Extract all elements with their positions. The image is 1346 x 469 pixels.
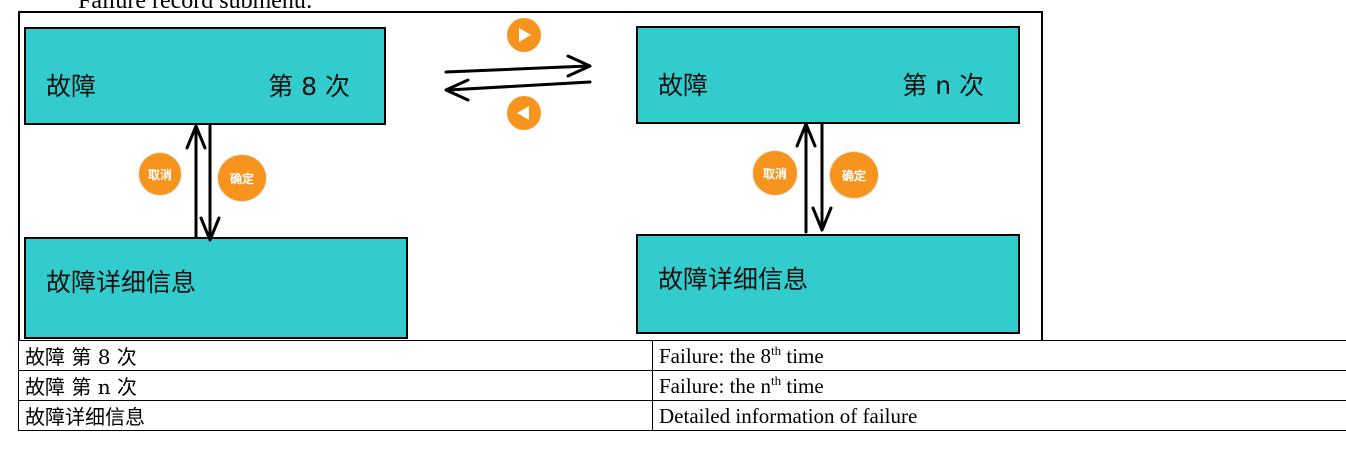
right-detail-box: 故障详细信息: [636, 234, 1020, 334]
left-confirm-button[interactable]: 确定: [218, 155, 266, 201]
left-failure-label: 故障: [46, 72, 97, 101]
table-row: 故障 第 8 次 Failure: the 8th time: [18, 340, 1346, 371]
legend-table: 故障 第 8 次 Failure: the 8th time 故障 第 n 次 …: [18, 340, 1346, 431]
table-row: 故障详细信息 Detailed information of failure: [18, 400, 1346, 431]
play-right-icon[interactable]: [507, 18, 541, 52]
legend-zh-cell: 故障 第 8 次: [18, 340, 653, 371]
legend-en-cell: Detailed information of failure: [652, 400, 1346, 431]
frame-border-left: [18, 11, 20, 341]
table-row: 故障 第 n 次 Failure: the nth time: [18, 370, 1346, 401]
frame-border-top: [18, 11, 1042, 13]
left-detail-label: 故障详细信息: [46, 268, 197, 297]
legend-en-cell: Failure: the nth time: [652, 370, 1346, 401]
frame-border-right: [1041, 11, 1043, 341]
legend-zh-cell: 故障详细信息: [18, 400, 653, 431]
right-failure-count: 第 n 次: [902, 71, 984, 100]
left-detail-box: 故障详细信息: [24, 237, 408, 339]
right-failure-box: 故障 第 n 次: [636, 26, 1020, 124]
left-failure-box: 故障 第 8 次: [24, 27, 386, 125]
legend-zh-cell: 故障 第 n 次: [18, 370, 653, 401]
legend-en-cell: Failure: the 8th time: [652, 340, 1346, 371]
arrow-next: [444, 64, 590, 74]
arrow-prev: [446, 80, 592, 92]
caption: Failure record submenu:: [78, 0, 313, 14]
play-left-icon[interactable]: [507, 96, 541, 130]
right-cancel-button[interactable]: 取消: [753, 151, 797, 195]
left-cancel-button[interactable]: 取消: [139, 153, 181, 195]
right-confirm-button[interactable]: 确定: [830, 152, 878, 198]
right-failure-label: 故障: [658, 71, 709, 100]
left-failure-count: 第 8 次: [268, 72, 350, 101]
right-detail-label: 故障详细信息: [658, 265, 809, 294]
